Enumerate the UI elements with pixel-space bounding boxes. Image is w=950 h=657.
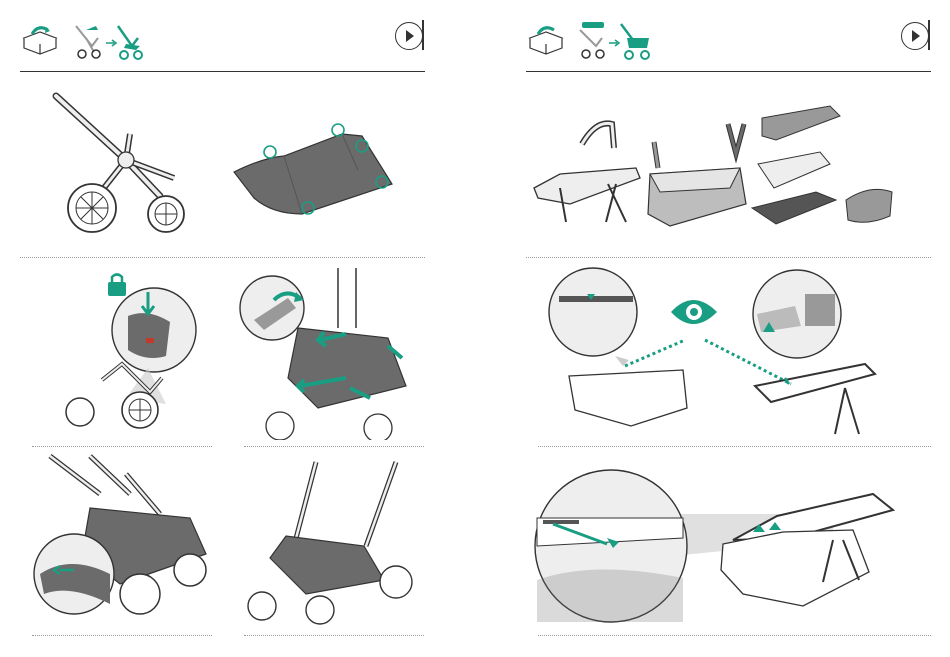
bassinet-icon [619, 22, 651, 60]
play-bar-divider [422, 20, 424, 50]
step-lock-clip [62, 272, 212, 442]
play-bar-divider [928, 20, 930, 50]
underseat-basket-icon [232, 118, 412, 224]
lock-icon [108, 275, 126, 297]
separator [538, 446, 931, 447]
stroller-icon [246, 458, 416, 628]
right-page [475, 0, 950, 657]
step-finished-basket [246, 458, 416, 628]
play-button[interactable] [901, 22, 929, 50]
box-unpack-icon [526, 24, 566, 56]
separator [20, 257, 425, 258]
stroller-frame-icon [576, 22, 610, 60]
header-rule [20, 71, 425, 72]
separator [244, 635, 424, 636]
step-bassinet-parts [530, 104, 920, 234]
separator [32, 446, 212, 447]
stroller-frame-icon [72, 24, 106, 60]
bassinet-parts-icon [530, 104, 920, 234]
separator [526, 257, 931, 258]
step-basket [232, 118, 412, 224]
separator [32, 635, 212, 636]
step-insert-frame [533, 460, 928, 632]
box-unpack-icon [20, 24, 60, 56]
step-attach-basket [238, 268, 418, 440]
left-page [0, 0, 475, 657]
step-zip-basket [30, 454, 220, 626]
header-rule [526, 71, 931, 72]
step-align-markers [545, 266, 935, 444]
play-button[interactable] [395, 22, 423, 50]
step-frame [40, 86, 200, 238]
stroller-seat-icon [116, 24, 144, 60]
separator [244, 446, 424, 447]
separator [538, 635, 931, 636]
eye-icon [671, 300, 717, 324]
stroller-frame-icon [40, 86, 200, 238]
